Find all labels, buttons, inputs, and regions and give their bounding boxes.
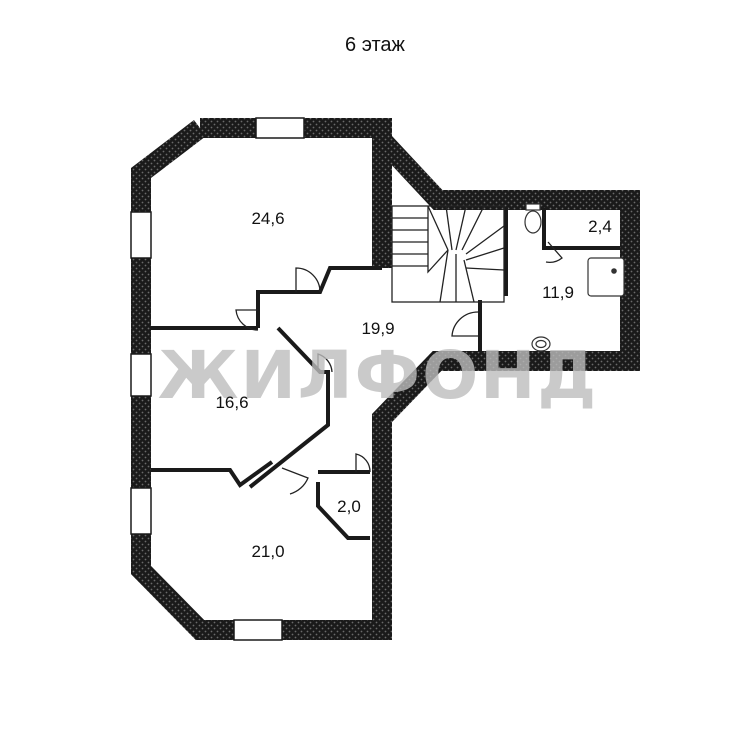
inner-walls: [151, 208, 620, 540]
room-area-label: 11,9: [542, 283, 574, 302]
room-area-label: 24,6: [251, 209, 284, 228]
toilet-icon: [524, 203, 542, 234]
room-labels: 24,6 19,9 16,6 21,0 2,0 11,9 2,4: [215, 209, 611, 561]
doors: [235, 241, 563, 495]
room-area-label: 16,6: [215, 393, 248, 412]
room-area-label: 19,9: [361, 319, 394, 338]
window: [233, 619, 283, 641]
room-area-label: 21,0: [251, 542, 284, 561]
windows: [130, 117, 305, 641]
bathroom-fixtures: [524, 203, 625, 352]
room-area-label: 2,4: [588, 217, 612, 236]
window: [130, 487, 152, 535]
sink-icon: [531, 336, 551, 352]
window: [255, 117, 305, 139]
window: [130, 211, 152, 259]
window: [130, 353, 152, 397]
room-area-label: 2,0: [337, 497, 361, 516]
floor-title: 6 этаж: [345, 34, 405, 56]
watermark: ЖИЛФОНД: [158, 337, 598, 414]
shower-tray-icon: [587, 257, 625, 297]
staircase: [391, 205, 505, 303]
